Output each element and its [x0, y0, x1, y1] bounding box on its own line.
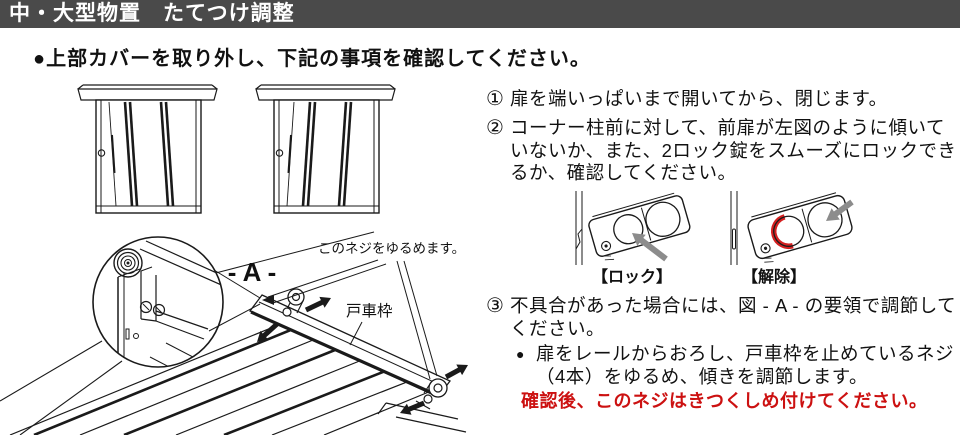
frame-label-leader: [349, 321, 363, 346]
step-item-2: ② コーナー柱前に対して、前扉が左図のように傾いて いないか、また、2ロック錠を…: [486, 117, 957, 185]
step-text-line: いないか、また、2ロック錠をスムーズにロックでき: [510, 139, 957, 161]
shed-figure-left: [77, 84, 218, 214]
door-edge: [730, 191, 738, 265]
screw-icon: [601, 240, 612, 252]
warning-note: 確認後、このネジはきつくしめ付けてください。: [521, 391, 928, 411]
door-handle: [97, 149, 106, 157]
screw-note-label: このネジをゆるめます。: [318, 241, 465, 256]
lock-caption-lock: 【ロック】: [592, 269, 673, 286]
step-item-1: ① 扉を端いっぱいまで開いてから、閉じます。: [486, 88, 888, 111]
step-item-3: ③ 不具合があった場合には、図 - A - の要領で調節して ください。: [486, 295, 956, 340]
shed-body: [95, 99, 202, 214]
top-roller: [257, 288, 331, 342]
press-arrow-icon: [826, 199, 854, 221]
shed-figure-right: [255, 84, 396, 214]
lock-body: [588, 192, 691, 261]
step-text-line: コーナー柱前に対して、前扉が左図のように傾いて: [510, 117, 945, 138]
shed-body: [273, 99, 380, 214]
screw-note-leaders: [267, 259, 438, 380]
lock-body: [747, 192, 853, 263]
arrow-up-right-icon: [304, 296, 331, 313]
lock-button-left: [613, 214, 644, 245]
lock-button-left: [773, 215, 805, 247]
rail-line: [207, 231, 375, 276]
lock-caption-release: 【解除】: [742, 269, 807, 286]
step-number: ③: [486, 295, 504, 317]
screw-icon: [152, 303, 166, 317]
arrow-down-left-icon: [257, 322, 279, 342]
main-figure: - A - このネジをゆるめます。 戸車枠: [0, 231, 468, 435]
figure-a-label: - A -: [228, 257, 277, 287]
detail-leaders: [208, 269, 274, 332]
intro-note: ●上部カバーを取り外し、下記の事項を確認してください。: [33, 48, 591, 70]
step-text-line: 不具合があった場合には、図 - A - の要領で調節して: [510, 295, 957, 316]
adjust-note: ● 扉をレールからおろし、戸車枠を止めているネジ （4本）をゆるめ、傾きを調節し…: [516, 342, 954, 388]
door-panel-grooves: [9, 320, 437, 435]
step-number: ①: [486, 88, 504, 110]
frame-label: 戸車枠: [346, 302, 393, 320]
bullet-icon: ●: [516, 346, 525, 362]
screw-icon: [760, 243, 771, 254]
panel-edge-line: [0, 340, 103, 402]
step-text-line: ください。: [510, 317, 606, 339]
note-text-line: （4本）をゆるめ、傾きを調節します。: [536, 366, 868, 387]
page-header: 中・大型物置 たてつけ調整: [0, 0, 960, 28]
door-edge: [575, 191, 583, 265]
lock-figure-release: [730, 191, 854, 265]
panel-edge-line: [19, 360, 123, 435]
arrow-down-left-icon: [400, 400, 425, 415]
lock-button-right: [807, 202, 843, 238]
screw-icon: [423, 394, 433, 404]
arrow-up-right-icon: [444, 364, 468, 380]
step-text-line: るか、確認してください。: [510, 162, 737, 183]
bottom-roller: [400, 364, 468, 415]
press-arrow-icon: [632, 233, 668, 262]
screw-icon: [139, 300, 153, 314]
page-title: 中・大型物置 たてつけ調整: [9, 2, 295, 25]
lock-figure-lock: [575, 191, 691, 265]
step-number: ②: [486, 117, 504, 139]
step-text-line: 扉を端いっぱいまで開いてから、閉じます。: [510, 88, 888, 109]
bottom-rail: [377, 402, 467, 433]
shed-roof: [77, 84, 218, 101]
note-text-line: 扉をレールからおろし、戸車枠を止めているネジ: [536, 343, 955, 364]
door-handle: [275, 149, 284, 157]
shed-roof: [255, 84, 396, 101]
screw-icon: [282, 307, 292, 317]
